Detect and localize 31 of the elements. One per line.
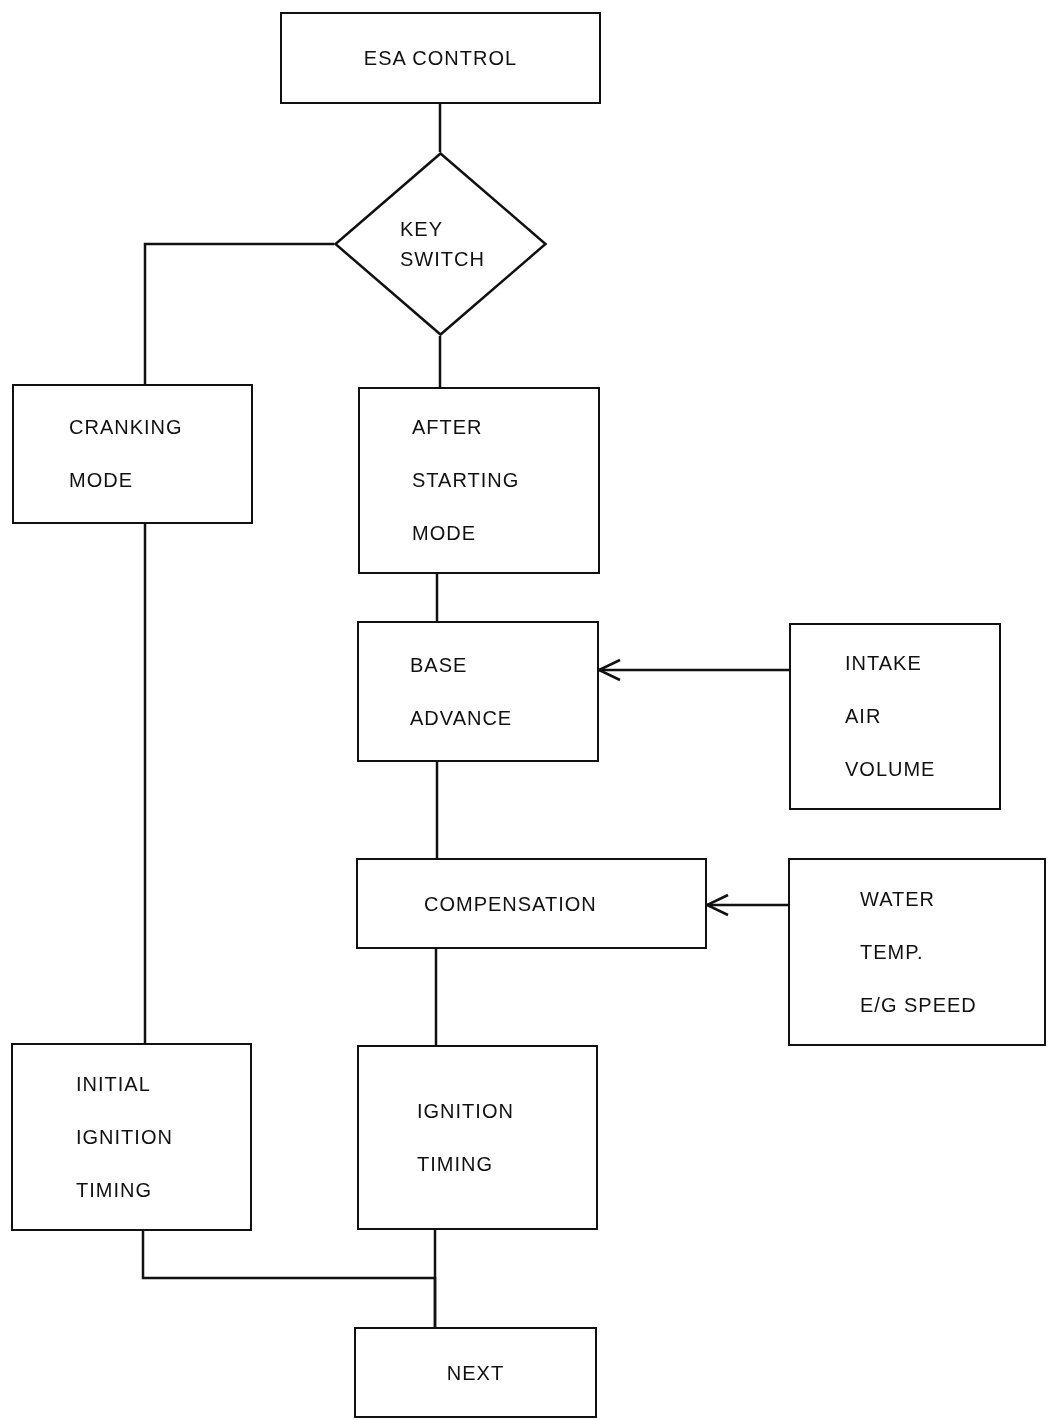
node-label: ESA CONTROL (363, 46, 518, 71)
node-label: IGNITION TIMING (417, 1098, 514, 1177)
node-label: INITIAL IGNITION TIMING (76, 1071, 173, 1203)
node-label: NEXT (446, 1360, 505, 1386)
connector-line (433, 1230, 437, 1327)
connector-line (435, 574, 439, 621)
process-box (788, 858, 1046, 1046)
process-box (354, 1327, 597, 1418)
node-label: WATER TEMP. (860, 886, 936, 965)
node-label: CRANKING MODE (69, 415, 183, 493)
process-box (280, 12, 601, 104)
process-box (358, 387, 600, 574)
process-box (11, 1043, 252, 1231)
process-box (357, 621, 599, 762)
process-box (356, 858, 707, 949)
node-label: COMPENSATION (424, 891, 597, 917)
process-box (357, 1045, 598, 1230)
connector-line (434, 949, 438, 1045)
connector-line (438, 104, 442, 152)
connector-line (143, 242, 334, 384)
process-box (12, 384, 253, 524)
node-label: INTAKE AIR VOLUME (845, 651, 936, 782)
connector-line (435, 762, 439, 858)
connector-line (143, 524, 147, 1043)
node-label: AFTER STARTING MODE (412, 415, 520, 546)
node-label: KEY SWITCH (400, 217, 485, 272)
node-label: E/G SPEED (860, 992, 978, 1018)
process-box (789, 623, 1001, 810)
connector-line (438, 336, 442, 387)
node-label: BASE ADVANCE (410, 652, 513, 731)
decision-diamond (334, 152, 547, 336)
